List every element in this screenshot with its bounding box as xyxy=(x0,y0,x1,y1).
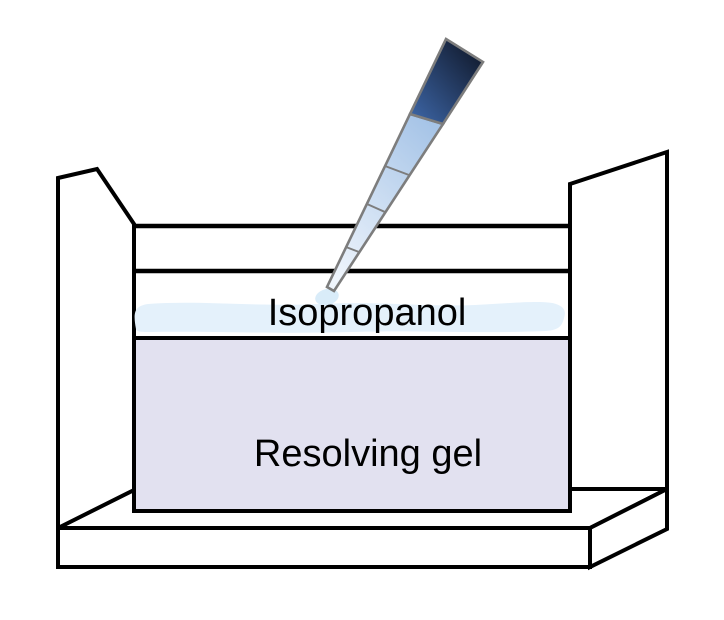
left-clamp xyxy=(56,166,136,532)
pipette-graduation-line xyxy=(384,165,410,176)
pipette-body xyxy=(325,112,446,293)
isopropanol-layer xyxy=(134,302,565,333)
pipette-graduation-line xyxy=(345,246,360,253)
right-clamp xyxy=(568,149,669,491)
glass-plate-lines xyxy=(132,223,570,274)
pipette-graduation-line xyxy=(366,203,386,213)
droplet xyxy=(315,288,339,306)
base-right-face xyxy=(588,485,669,571)
pipette-liquid-segment xyxy=(408,37,485,126)
isopropanol-label: Isopropanol xyxy=(268,292,467,334)
base-front-face xyxy=(56,526,592,569)
pipette-graduations xyxy=(345,165,410,253)
pipette-tip xyxy=(325,37,485,293)
resolving-gel-block xyxy=(132,336,572,513)
resolving-gel-label: Resolving gel xyxy=(254,433,482,475)
